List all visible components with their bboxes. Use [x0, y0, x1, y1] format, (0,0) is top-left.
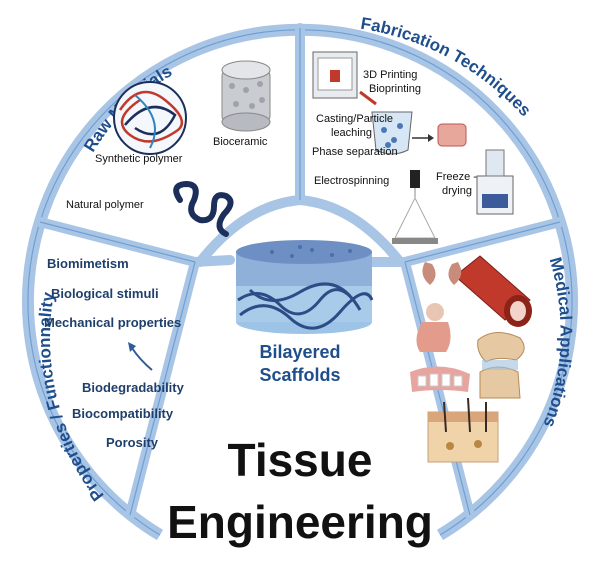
leaching-label: leaching: [331, 127, 372, 139]
3d-printing-label: 3D Printing: [363, 69, 417, 81]
bilayered-scaffold-icon: [236, 240, 374, 334]
drying-label: drying: [442, 185, 472, 197]
biomimetism-label: Biomimetism: [47, 256, 129, 271]
biological-stimuli-label: Biological stimuli: [51, 286, 159, 301]
biocompatibility-label: Biocompatibility: [72, 406, 174, 421]
arrow-icon: [412, 134, 434, 142]
curved-arrow-icon: [128, 342, 153, 371]
joint-icon: [477, 332, 525, 399]
center-line2: Scaffolds: [259, 365, 340, 385]
bioceramic-icon: [221, 60, 271, 132]
casting-label: Casting/Particle: [316, 113, 393, 125]
electrospinning-icon: [392, 170, 438, 244]
bioceramic-label: Bioceramic: [213, 136, 268, 148]
skin-icon: [427, 397, 499, 463]
lungs-icon: [416, 303, 451, 352]
synthetic-polymer-label: Synthetic polymer: [95, 153, 183, 165]
center-line1: Bilayered: [259, 342, 340, 362]
kidney-icon: [422, 262, 462, 285]
freeze-dryer-icon: [476, 149, 514, 215]
medical-title: Medical Applications: [540, 255, 576, 430]
biodegradability-label: Biodegradability: [82, 380, 185, 395]
electrospinning-label: Electrospinning: [314, 175, 389, 187]
mechanical-properties-label: Mechanical properties: [44, 315, 181, 330]
casting-beaker-icon: [359, 90, 413, 155]
porous-sample-icon: [437, 123, 467, 147]
main-title-line2: Engineering: [167, 496, 433, 548]
porosity-label: Porosity: [106, 435, 159, 450]
freeze-label: Freeze -: [436, 171, 477, 183]
bioprinting-label: Bioprinting: [369, 83, 421, 95]
gum-tissue-icon: [410, 366, 470, 392]
main-title-line1: Tissue: [228, 434, 373, 486]
natural-polymer-icon: [173, 180, 234, 237]
phase-separation-label: Phase separation: [312, 146, 398, 158]
3d-printer-icon: [312, 51, 358, 99]
natural-polymer-label: Natural polymer: [66, 199, 144, 211]
blood-vessel-icon: [454, 255, 532, 327]
synthetic-polymer-icon: [113, 81, 187, 155]
